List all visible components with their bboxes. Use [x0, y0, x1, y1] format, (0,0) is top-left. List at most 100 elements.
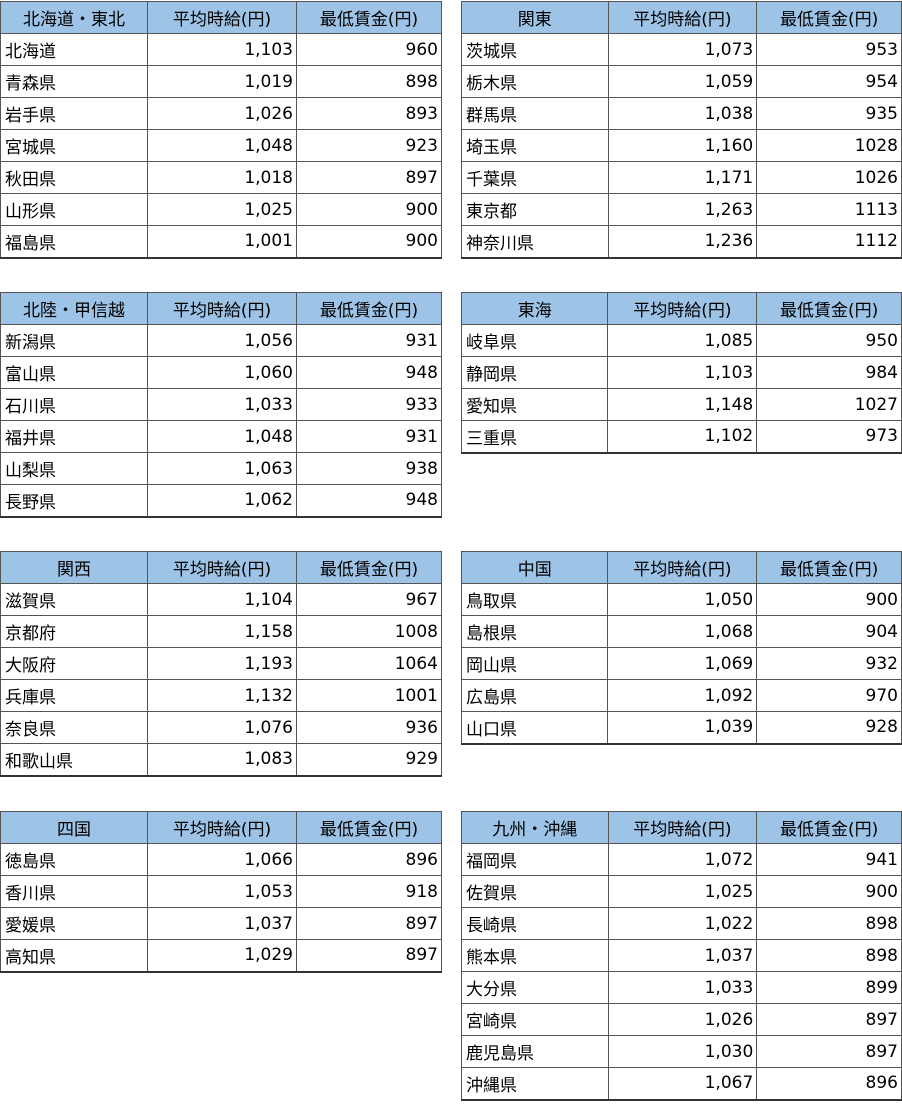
min-wage-cell[interactable]: 896 — [756, 1067, 902, 1101]
min-wage-cell[interactable]: 984 — [756, 356, 902, 389]
prefecture-cell[interactable]: 山口県 — [460, 711, 608, 745]
min-wage-cell[interactable]: 931 — [296, 420, 442, 453]
avg-hourly-wage-cell[interactable]: 1,160 — [607, 129, 757, 162]
avg-hourly-wage-cell[interactable]: 1,026 — [607, 1003, 757, 1036]
prefecture-cell[interactable]: 青森県 — [0, 65, 148, 98]
avg-hourly-wage-cell[interactable]: 1,056 — [147, 324, 297, 357]
avg-hourly-wage-cell[interactable]: 1,033 — [147, 388, 297, 421]
min-wage-cell[interactable]: 948 — [296, 356, 442, 389]
avg-hourly-wage-header[interactable]: 平均時給(円) — [147, 551, 297, 584]
min-wage-cell[interactable]: 932 — [756, 647, 902, 680]
region-name-header[interactable]: 関東 — [461, 1, 609, 34]
min-wage-cell[interactable]: 898 — [756, 907, 902, 940]
min-wage-cell[interactable]: 904 — [756, 615, 902, 648]
avg-hourly-wage-cell[interactable]: 1,085 — [607, 324, 757, 357]
min-wage-cell[interactable]: 1112 — [756, 225, 902, 259]
avg-hourly-wage-cell[interactable]: 1,033 — [607, 971, 757, 1004]
avg-hourly-wage-cell[interactable]: 1,048 — [147, 129, 297, 162]
avg-hourly-wage-header[interactable]: 平均時給(円) — [607, 551, 757, 584]
min-wage-cell[interactable]: 1001 — [296, 679, 442, 712]
avg-hourly-wage-header[interactable]: 平均時給(円) — [607, 811, 757, 844]
min-wage-cell[interactable]: 1064 — [296, 647, 442, 680]
avg-hourly-wage-cell[interactable]: 1,026 — [147, 97, 297, 130]
avg-hourly-wage-cell[interactable]: 1,001 — [147, 225, 297, 259]
min-wage-cell[interactable]: 897 — [296, 907, 442, 940]
avg-hourly-wage-header[interactable]: 平均時給(円) — [147, 292, 297, 325]
min-wage-cell[interactable]: 931 — [296, 324, 442, 357]
min-wage-cell[interactable]: 918 — [296, 875, 442, 908]
min-wage-cell[interactable]: 897 — [296, 161, 442, 194]
min-wage-cell[interactable]: 948 — [296, 484, 442, 518]
avg-hourly-wage-cell[interactable]: 1,025 — [147, 193, 297, 226]
avg-hourly-wage-cell[interactable]: 1,073 — [607, 33, 757, 66]
prefecture-cell[interactable]: 秋田県 — [0, 161, 148, 194]
avg-hourly-wage-cell[interactable]: 1,050 — [607, 583, 757, 616]
avg-hourly-wage-cell[interactable]: 1,103 — [607, 356, 757, 389]
avg-hourly-wage-cell[interactable]: 1,236 — [607, 225, 757, 259]
min-wage-cell[interactable]: 900 — [756, 875, 902, 908]
avg-hourly-wage-cell[interactable]: 1,059 — [607, 65, 757, 98]
min-wage-cell[interactable]: 941 — [756, 843, 902, 876]
prefecture-cell[interactable]: 北海道 — [0, 33, 148, 66]
prefecture-cell[interactable]: 千葉県 — [461, 161, 609, 194]
prefecture-cell[interactable]: 熊本県 — [461, 939, 609, 972]
min-wage-cell[interactable]: 896 — [296, 843, 442, 876]
min-wage-cell[interactable]: 970 — [756, 679, 902, 712]
min-wage-cell[interactable]: 935 — [756, 97, 902, 130]
avg-hourly-wage-cell[interactable]: 1,104 — [147, 583, 297, 616]
avg-hourly-wage-cell[interactable]: 1,068 — [607, 615, 757, 648]
prefecture-cell[interactable]: 栃木県 — [461, 65, 609, 98]
prefecture-cell[interactable]: 茨城県 — [461, 33, 609, 66]
avg-hourly-wage-cell[interactable]: 1,053 — [147, 875, 297, 908]
min-wage-header[interactable]: 最低賃金(円) — [756, 551, 902, 584]
prefecture-cell[interactable]: 岡山県 — [460, 647, 608, 680]
prefecture-cell[interactable]: 宮城県 — [0, 129, 148, 162]
avg-hourly-wage-cell[interactable]: 1,102 — [607, 420, 757, 454]
prefecture-cell[interactable]: 石川県 — [0, 388, 148, 421]
avg-hourly-wage-cell[interactable]: 1,030 — [607, 1035, 757, 1068]
avg-hourly-wage-cell[interactable]: 1,193 — [147, 647, 297, 680]
prefecture-cell[interactable]: 富山県 — [0, 356, 148, 389]
min-wage-cell[interactable]: 950 — [756, 324, 902, 357]
avg-hourly-wage-cell[interactable]: 1,132 — [147, 679, 297, 712]
min-wage-cell[interactable]: 936 — [296, 711, 442, 744]
min-wage-cell[interactable]: 1027 — [756, 388, 902, 421]
avg-hourly-wage-cell[interactable]: 1,037 — [607, 939, 757, 972]
region-name-header[interactable]: 九州・沖縄 — [461, 811, 609, 844]
prefecture-cell[interactable]: 岩手県 — [0, 97, 148, 130]
region-name-header[interactable]: 関西 — [0, 551, 148, 584]
avg-hourly-wage-header[interactable]: 平均時給(円) — [147, 811, 297, 844]
prefecture-cell[interactable]: 愛媛県 — [0, 907, 148, 940]
avg-hourly-wage-cell[interactable]: 1,263 — [607, 193, 757, 226]
min-wage-cell[interactable]: 928 — [756, 711, 902, 745]
min-wage-cell[interactable]: 897 — [756, 1003, 902, 1036]
min-wage-cell[interactable]: 929 — [296, 743, 442, 777]
region-name-header[interactable]: 中国 — [460, 551, 608, 584]
min-wage-cell[interactable]: 893 — [296, 97, 442, 130]
avg-hourly-wage-cell[interactable]: 1,048 — [147, 420, 297, 453]
prefecture-cell[interactable]: 宮崎県 — [461, 1003, 609, 1036]
min-wage-cell[interactable]: 900 — [756, 583, 902, 616]
avg-hourly-wage-cell[interactable]: 1,018 — [147, 161, 297, 194]
prefecture-cell[interactable]: 三重県 — [460, 420, 608, 454]
avg-hourly-wage-cell[interactable]: 1,066 — [147, 843, 297, 876]
min-wage-cell[interactable]: 973 — [756, 420, 902, 454]
prefecture-cell[interactable]: 岐阜県 — [460, 324, 608, 357]
min-wage-header[interactable]: 最低賃金(円) — [296, 811, 442, 844]
avg-hourly-wage-header[interactable]: 平均時給(円) — [147, 1, 297, 34]
prefecture-cell[interactable]: 京都府 — [0, 615, 148, 648]
avg-hourly-wage-header[interactable]: 平均時給(円) — [607, 292, 757, 325]
min-wage-cell[interactable]: 923 — [296, 129, 442, 162]
prefecture-cell[interactable]: 静岡県 — [460, 356, 608, 389]
avg-hourly-wage-cell[interactable]: 1,060 — [147, 356, 297, 389]
prefecture-cell[interactable]: 鹿児島県 — [461, 1035, 609, 1068]
region-name-header[interactable]: 四国 — [0, 811, 148, 844]
avg-hourly-wage-cell[interactable]: 1,037 — [147, 907, 297, 940]
avg-hourly-wage-cell[interactable]: 1,039 — [607, 711, 757, 745]
prefecture-cell[interactable]: 東京都 — [461, 193, 609, 226]
min-wage-cell[interactable]: 897 — [296, 939, 442, 973]
min-wage-cell[interactable]: 953 — [756, 33, 902, 66]
prefecture-cell[interactable]: 広島県 — [460, 679, 608, 712]
prefecture-cell[interactable]: 高知県 — [0, 939, 148, 973]
prefecture-cell[interactable]: 奈良県 — [0, 711, 148, 744]
